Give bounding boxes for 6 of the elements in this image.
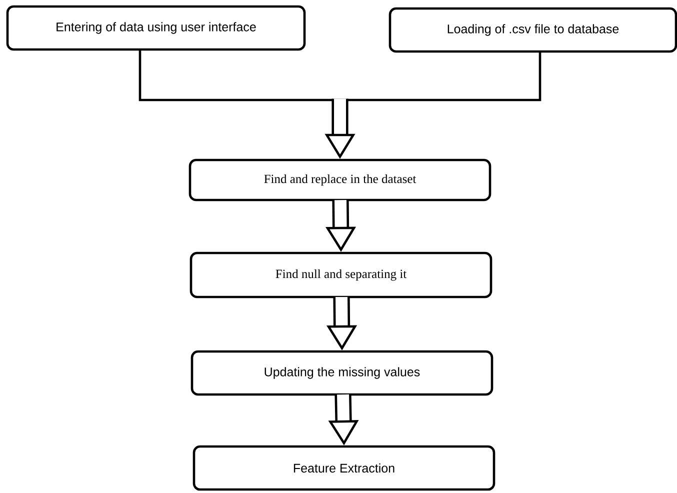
process-box: Loading of .csv file to database [388, 7, 677, 53]
process-box: Feature Extraction [192, 445, 496, 491]
process-box: Find null and separating it [190, 252, 492, 298]
process-box: Entering of data using user interface [6, 5, 306, 51]
process-box: Find and replace in the dataset [188, 158, 492, 202]
process-box: Updating the missing values [190, 350, 494, 396]
